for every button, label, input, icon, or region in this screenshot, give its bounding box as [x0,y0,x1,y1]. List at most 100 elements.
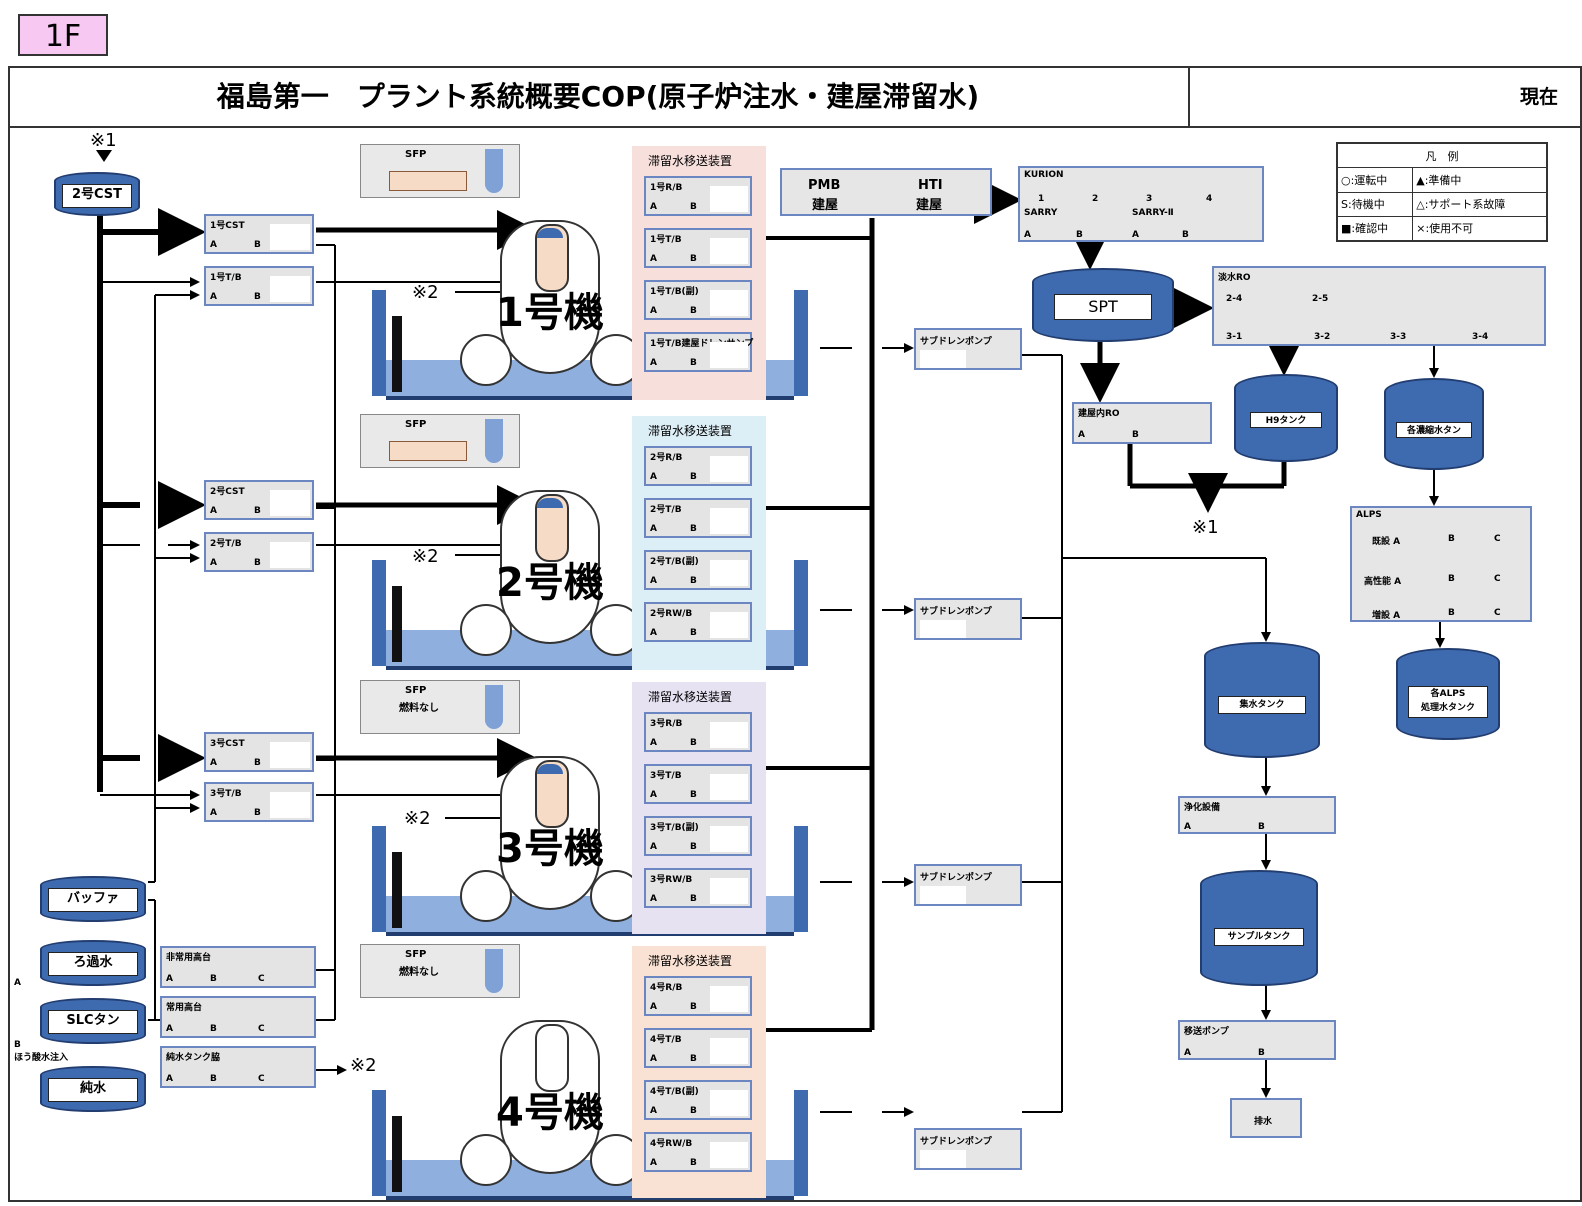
transfer-a: A [650,254,657,264]
unit-name-3: 3号機 [496,826,604,872]
feed-name: 純水タンク脇 [166,1053,221,1063]
note-mark-1-top: ※1 [90,130,117,151]
alps-high-perf: 高性能 A [1364,577,1402,587]
pure-water-tank: 純水 [40,1066,146,1112]
transfer-b: B [690,576,697,586]
note-mark-2-unit1: ※2 [412,282,439,303]
transfer-b: B [690,628,697,638]
a-side-label: A [14,978,21,988]
torus-left [460,870,512,922]
feed-b: B [210,1024,217,1034]
purify-a: A [1184,822,1191,832]
discharge-label: 排水 [1254,1117,1273,1127]
injection-pump-name: 1号CST [210,221,245,231]
transfer-b: B [690,202,697,212]
filtered-water-label: ろ過水 [48,952,138,976]
status-cell [710,238,748,264]
note-mark-2-unit3: ※2 [404,808,431,829]
feed-name: 常用高台 [166,1003,203,1013]
transfer-name: 1号R/B [650,183,683,193]
status-cell [710,722,748,748]
transfer-name: 2号RW/B [650,609,693,619]
subdrain-pump-4[interactable]: サブドレンポンプ [914,1128,1022,1170]
transfer-name: 4号T/B(副) [650,1087,699,1097]
legend-running: ○:運転中 [1336,167,1414,193]
subdrain-label: サブドレンポンプ [920,607,992,617]
basin-wall-inner [392,852,402,928]
subdrain-label: サブドレンポンプ [920,873,992,883]
sfp-sub-label: 燃料なし [399,703,439,714]
subdrain-label: サブドレンポンプ [920,337,992,347]
transfer-a: A [650,790,657,800]
transfer-b: B [690,1002,697,1012]
alps-add-b: B [1448,608,1455,618]
purify-b: B [1258,822,1265,832]
spt-label: SPT [1054,294,1152,320]
status-cell [270,792,310,818]
h9-tank: H9タンク [1234,374,1338,462]
unit2-cst-tank: 2号CST [54,172,140,216]
transfer-b: B [690,1158,697,1168]
subdrain-pump-2[interactable]: サブドレンポンプ [914,598,1022,640]
status-cell [270,542,310,568]
hti-building-label: 建屋 [916,198,943,213]
status-cell [710,774,748,800]
building-ro-box: 建屋内RO A B [1072,402,1212,444]
collection-label: 集水タンク [1218,696,1306,714]
alps-treated-line1: 各ALPS [1430,689,1466,699]
status-cell [710,826,748,852]
transfer-a: A [1184,1048,1191,1058]
slc-tank-label: SLCタン [48,1010,138,1034]
transfer-a: A [650,1054,657,1064]
sfp-gate [485,685,503,729]
h9-label: H9タンク [1250,412,1322,428]
pump-a-label: A [210,292,217,302]
transfer-a: A [650,306,657,316]
transfer-b: B [690,358,697,368]
basin-left-wall [372,560,386,666]
subdrain-pump-3[interactable]: サブドレンポンプ [914,864,1022,906]
buffer-tank: バッファ [40,876,146,922]
kurion-col-4: 4 [1206,194,1213,204]
sarry2-label: SARRY-Ⅱ [1132,208,1174,218]
reactor-water-level [537,764,563,774]
bro-b: B [1132,430,1139,440]
basin-right-wall [794,560,808,666]
boric-injection-label: ほう酸水注入 [14,1053,69,1063]
basin-wall-inner [392,316,402,392]
pump-a-label: A [210,808,217,818]
transfer-a: A [650,842,657,852]
subdrain-pump-1[interactable]: サブドレンポンプ [914,328,1022,370]
status-cell [270,742,310,768]
alps-additional: 増設 A [1372,611,1401,621]
pump-a-label: A [210,558,217,568]
injection-pump-name: 2号CST [210,487,245,497]
